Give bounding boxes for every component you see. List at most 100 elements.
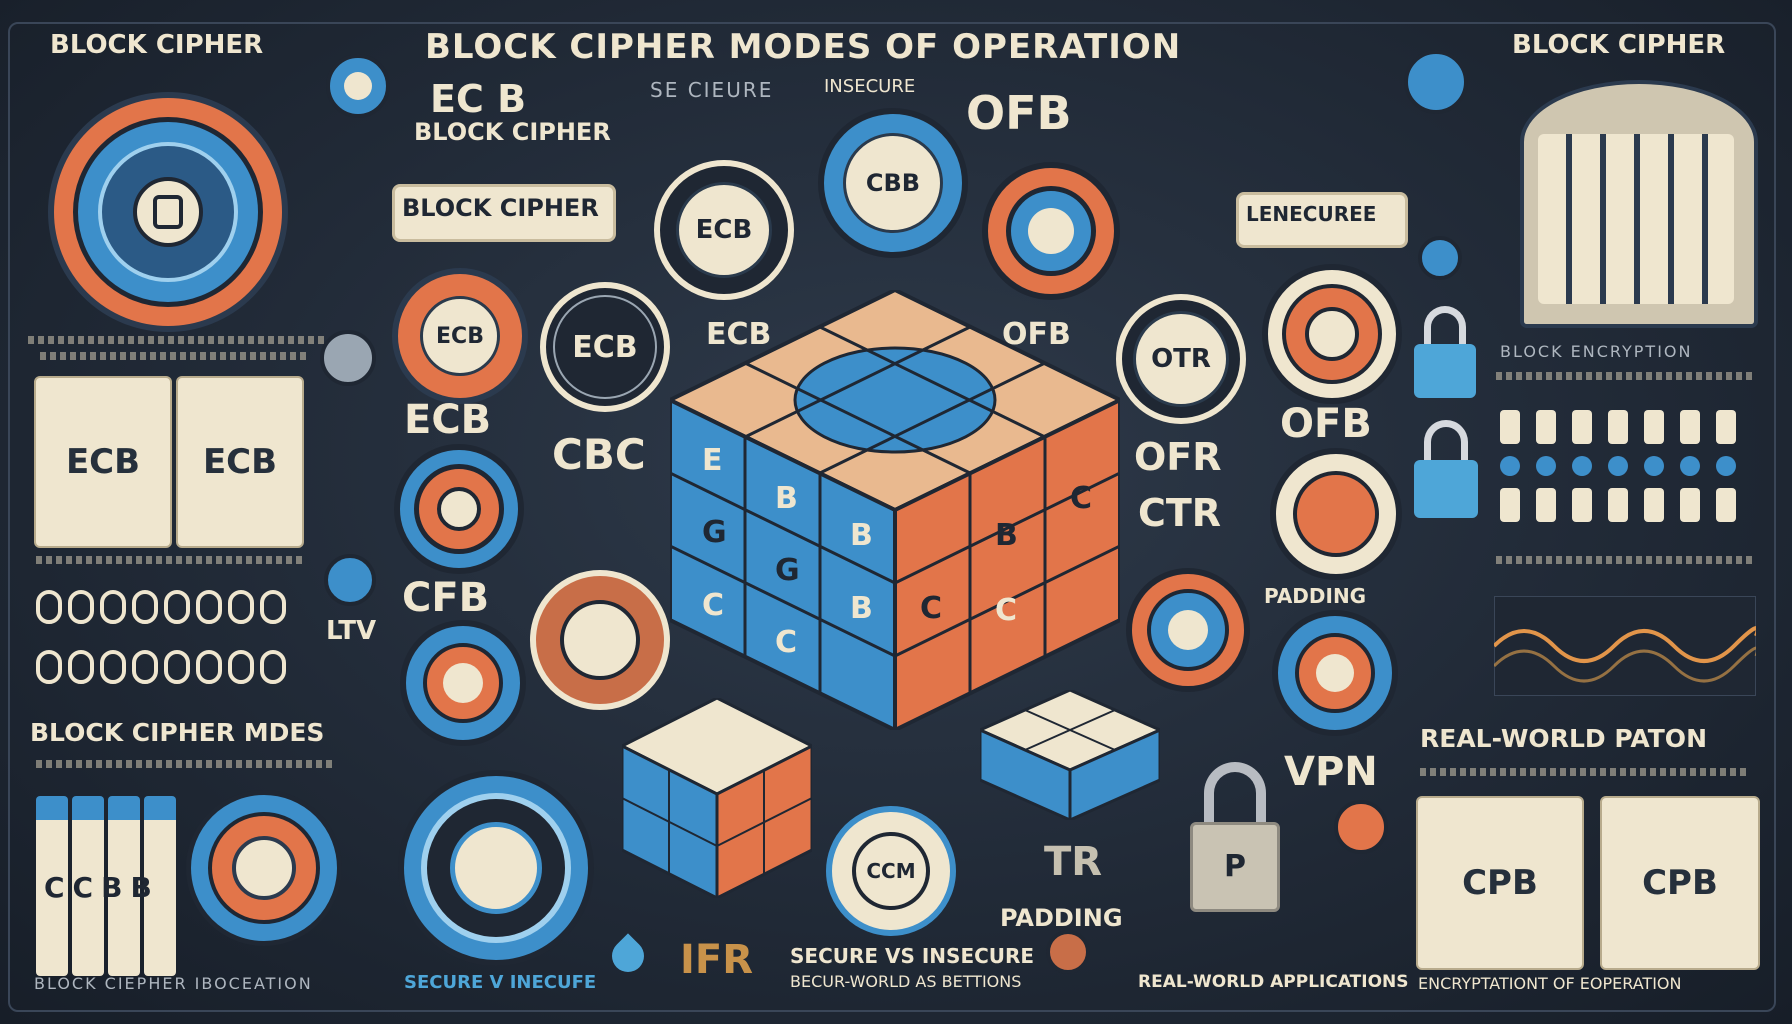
coin-icon bbox=[326, 54, 390, 118]
wave-panel-icon bbox=[1494, 596, 1756, 696]
lenecuree-label: LENECUREE bbox=[1246, 202, 1377, 226]
cipher-cube-icon: E B B G G B C C C B C C bbox=[670, 290, 1120, 730]
block-cipher-box bbox=[392, 184, 616, 242]
concentric-target-icon bbox=[1126, 568, 1250, 692]
cube-letter: C bbox=[702, 588, 724, 623]
ccbb-label: CCBB bbox=[44, 871, 160, 904]
header-left-label: BLOCK CIPHER bbox=[50, 30, 264, 60]
cube-letter: C bbox=[1070, 481, 1092, 516]
cube-letter: B bbox=[850, 591, 873, 626]
vpn-label: VPN bbox=[1284, 749, 1378, 795]
coin-medal bbox=[1270, 448, 1402, 580]
ring-icon bbox=[196, 650, 222, 684]
padlock-icon bbox=[1414, 420, 1478, 518]
cube-letter: B bbox=[850, 518, 873, 553]
block-enc-right-label: BLOCK ENCRYPTION bbox=[1500, 342, 1693, 361]
coin-icon bbox=[324, 554, 376, 606]
concentric-target-icon bbox=[400, 620, 526, 746]
padding-bottom-label: PADDING bbox=[1000, 904, 1123, 932]
ctr-label: CTR bbox=[1138, 491, 1222, 535]
ecb-panel-2: ECB bbox=[176, 376, 304, 548]
cube-letter: C bbox=[920, 591, 942, 626]
becur-world-label: BECUR-WORLD AS BETTIONS bbox=[790, 972, 1022, 991]
tag-icon-grid bbox=[1500, 410, 1760, 522]
cube-letter: B bbox=[995, 518, 1018, 553]
cube-left-face bbox=[670, 397, 897, 730]
lock-icon bbox=[153, 195, 183, 229]
ifr-label: IFR bbox=[680, 937, 754, 983]
vault-gate-icon bbox=[1520, 80, 1758, 328]
coin-icon bbox=[1334, 800, 1388, 854]
decor-stripe bbox=[28, 336, 328, 344]
concentric-target-icon bbox=[48, 92, 288, 332]
real-world-paton-label: REAL-WORLD PATON bbox=[1420, 724, 1707, 753]
small-cube-icon bbox=[622, 698, 812, 898]
ring-icon bbox=[164, 590, 190, 624]
concentric-target-icon bbox=[1272, 610, 1398, 736]
cube-top-disc bbox=[793, 346, 997, 454]
concentric-target-icon bbox=[1262, 264, 1402, 404]
padding-right-label: PADDING bbox=[1264, 584, 1367, 608]
coin-medal bbox=[982, 162, 1120, 300]
ring-icon bbox=[68, 590, 94, 624]
padlock-icon bbox=[1414, 306, 1476, 398]
cube-letter: E bbox=[702, 443, 723, 478]
cpb-panel-2: CPB bbox=[1600, 796, 1760, 970]
ccm-medal: CCM bbox=[826, 806, 956, 936]
ecb-panel-1: ECB bbox=[34, 376, 172, 548]
ring-icon bbox=[36, 590, 62, 624]
ofb-top-label: OFB bbox=[966, 86, 1072, 140]
coin-icon bbox=[1046, 930, 1090, 974]
ring-icon bbox=[68, 650, 94, 684]
cube-letter: C bbox=[775, 625, 797, 660]
block-cipher-box-label: BLOCK CIPHER bbox=[402, 194, 599, 222]
ecb-medal-2: ECB bbox=[540, 282, 670, 412]
ecb-float-label: ECB bbox=[706, 317, 772, 352]
header-right-label: BLOCK CIPHER bbox=[1512, 30, 1726, 60]
ofr-label: OFR bbox=[1134, 435, 1222, 479]
ring-icon-grid bbox=[36, 590, 316, 684]
ecb-medal-3: ECB bbox=[654, 160, 794, 300]
cfb-label: CFB bbox=[402, 575, 490, 621]
ring-icon bbox=[260, 650, 286, 684]
ring-icon bbox=[228, 650, 254, 684]
ofb-right-label: OFB bbox=[1280, 401, 1372, 447]
ring-icon bbox=[132, 650, 158, 684]
concentric-target-icon bbox=[398, 770, 594, 966]
ring-icon bbox=[228, 590, 254, 624]
cube-letter: C bbox=[995, 593, 1017, 628]
ring-icon bbox=[196, 590, 222, 624]
se-cieure-label: SE CIEURE bbox=[650, 78, 774, 102]
insecure-top-label: INSECURE bbox=[824, 76, 916, 97]
concentric-target-icon bbox=[394, 444, 524, 574]
ecb-big-label: ECB bbox=[404, 397, 492, 443]
secure-v-inecufe-label: SECURE V INECUFE bbox=[404, 972, 597, 993]
ring-icon bbox=[36, 650, 62, 684]
decor-stripe bbox=[40, 352, 310, 360]
otr-medal: OTR bbox=[1116, 294, 1246, 424]
ring-icon bbox=[260, 590, 286, 624]
tr-label: TR bbox=[1044, 839, 1103, 885]
main-title: BLOCK CIPHER MODES OF OPERATION bbox=[425, 27, 1182, 67]
coin-icon bbox=[1418, 236, 1462, 280]
block-cipher-modes-label: BLOCK CIPHER MDES bbox=[30, 718, 325, 747]
ccbb-column-panel bbox=[36, 796, 176, 976]
ltv-label: LTV bbox=[326, 616, 377, 646]
cpb-panel-1: CPB bbox=[1416, 796, 1584, 970]
cube-letter: G bbox=[775, 553, 800, 588]
decor-stripe bbox=[1496, 372, 1756, 380]
ring-icon bbox=[100, 650, 126, 684]
outer-frame bbox=[8, 22, 1776, 1012]
ring-icon bbox=[132, 590, 158, 624]
decor-stripe bbox=[36, 556, 306, 564]
block-cipher-mid-label: BLOCK CIPHER bbox=[414, 118, 611, 146]
ofb-float-label: OFB bbox=[1002, 317, 1071, 352]
cube-letter: B bbox=[775, 481, 798, 516]
cbc-label: CBC bbox=[552, 430, 646, 479]
real-world-applications-label: REAL-WORLD APPLICATIONS bbox=[1138, 972, 1409, 992]
ring-icon bbox=[164, 650, 190, 684]
encryptation-label: ENCRYPTATIONT OF EOPERATION bbox=[1418, 974, 1682, 993]
padlock-icon: P bbox=[1190, 762, 1280, 912]
lenecuree-box bbox=[1236, 192, 1408, 248]
